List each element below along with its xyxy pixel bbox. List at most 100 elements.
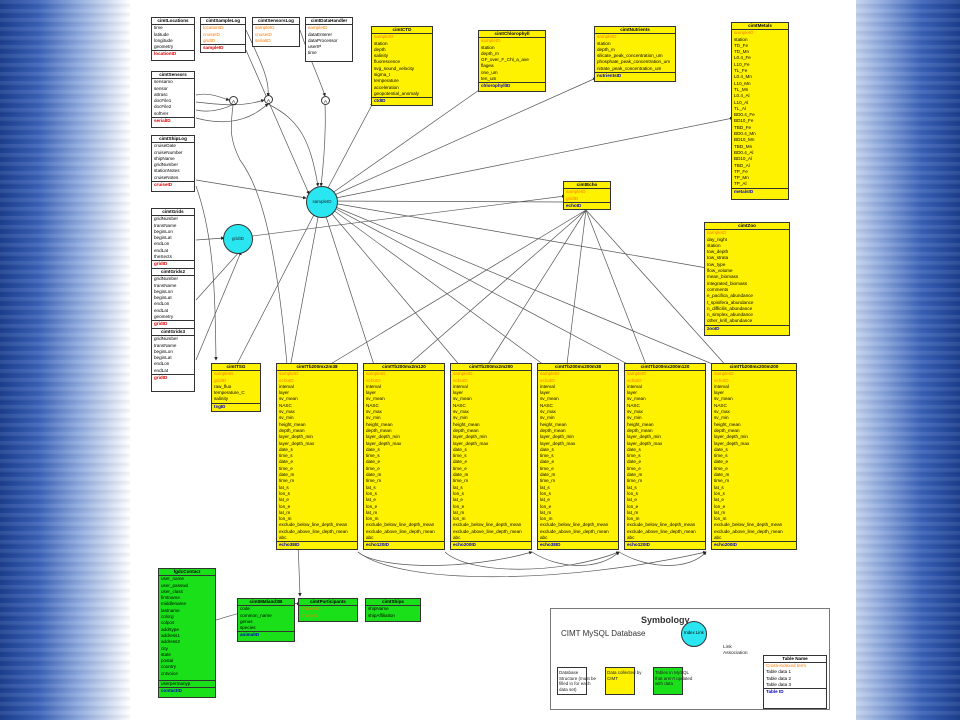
table-field: phosphate_peak_concentration_um: [597, 59, 671, 65]
table-field: layer_depth_min: [627, 434, 661, 440]
table-field: station: [734, 36, 748, 42]
table-field: date_m: [714, 472, 730, 478]
table-field: address2: [161, 639, 180, 645]
table-field: layer_depth_max: [453, 440, 489, 446]
table-field: lon_s: [279, 490, 290, 496]
table-field: station: [707, 242, 721, 248]
table-field: lat_s: [540, 484, 550, 490]
table-field: user_name: [161, 576, 184, 582]
table-field: date_m: [540, 472, 556, 478]
table-field: lat_s: [453, 484, 463, 490]
junction-node[interactable]: A: [321, 96, 330, 105]
table-field: dataEnterer: [308, 31, 333, 37]
table-field: cntvoice: [161, 670, 178, 676]
table-field: sv_max: [540, 409, 556, 415]
table-field: shipName: [368, 606, 389, 612]
table-field: lon_e: [279, 503, 291, 509]
junction-node[interactable]: A: [229, 96, 238, 105]
table-field: sigma_t: [374, 72, 391, 78]
legend-swatch-yellow: [605, 667, 635, 695]
foreign-key-field: echoID: [366, 377, 381, 383]
table-field: sv_min: [540, 415, 555, 421]
table-field: sensamo: [154, 79, 173, 85]
table-field: L0.4_Al: [734, 93, 750, 99]
junction-node[interactable]: A: [264, 95, 273, 104]
table-field: stationNotes: [154, 168, 180, 174]
table-field: user_passwd: [161, 582, 189, 588]
table-field: ten_um: [481, 76, 497, 82]
table-field: beginLon: [154, 228, 173, 234]
table-field: e_pacifica_abundance: [707, 293, 753, 299]
legend-link-label: Link Association: [723, 645, 748, 656]
table-field: time_e: [366, 465, 380, 471]
table-name: cimtParticipants: [299, 599, 357, 607]
foreign-key-field: sampleID: [481, 38, 501, 44]
primary-key-field: chlorophyllID: [479, 82, 545, 89]
table-field: lon_e: [540, 503, 552, 509]
table-name: cimtEcho: [564, 182, 610, 190]
table-field: beginLon: [154, 288, 173, 294]
table-field: time_m: [714, 478, 730, 484]
table-field: mean_biomass: [707, 274, 739, 280]
table-field: time_e: [627, 465, 641, 471]
table-name: cimtSampleLog: [201, 18, 245, 26]
legend-label-white: Database Structure (must be filled in fo…: [559, 670, 597, 692]
table-name: cimtGrids: [152, 209, 194, 217]
table-field: TP_Fe: [734, 168, 748, 174]
table-field: sv_mean: [366, 396, 385, 402]
table-field: code: [240, 606, 250, 612]
table-field: depth_mean: [279, 427, 305, 433]
table-field: interval: [366, 383, 381, 389]
primary-key-field: cruiseID: [152, 181, 194, 188]
table-name: cimtTb200mx2m200: [451, 364, 531, 372]
table-field: colorg: [161, 614, 174, 620]
table-field: geopotential_anomaly: [374, 90, 419, 96]
table-field: lon_m: [627, 516, 640, 522]
table-field: time_m: [453, 478, 469, 484]
table-field: endLat: [154, 247, 169, 253]
table-field: height_mean: [366, 421, 393, 427]
table-field: lon_s: [453, 490, 464, 496]
foreign-key-field: echoID: [279, 377, 294, 383]
gridid-hub[interactable]: gridID: [223, 224, 253, 254]
table-field: station: [481, 44, 495, 50]
foreign-key-field: gridID: [203, 37, 216, 43]
foreign-key-field: sampleID: [308, 25, 328, 31]
table-field: lon_e: [366, 503, 378, 509]
table-field: beginLon: [154, 348, 173, 354]
table-field: exclude_below_line_depth_mean: [714, 522, 783, 528]
sampleid-hub[interactable]: sampleID: [306, 186, 338, 218]
table-field: TBD_Mn: [734, 143, 753, 149]
foreign-key-field: cruiseID: [203, 31, 220, 37]
table-field: interval: [279, 383, 294, 389]
table-field: transName: [154, 342, 177, 348]
hub-label: sampleID: [312, 199, 332, 204]
table-field: sv_max: [366, 409, 382, 415]
